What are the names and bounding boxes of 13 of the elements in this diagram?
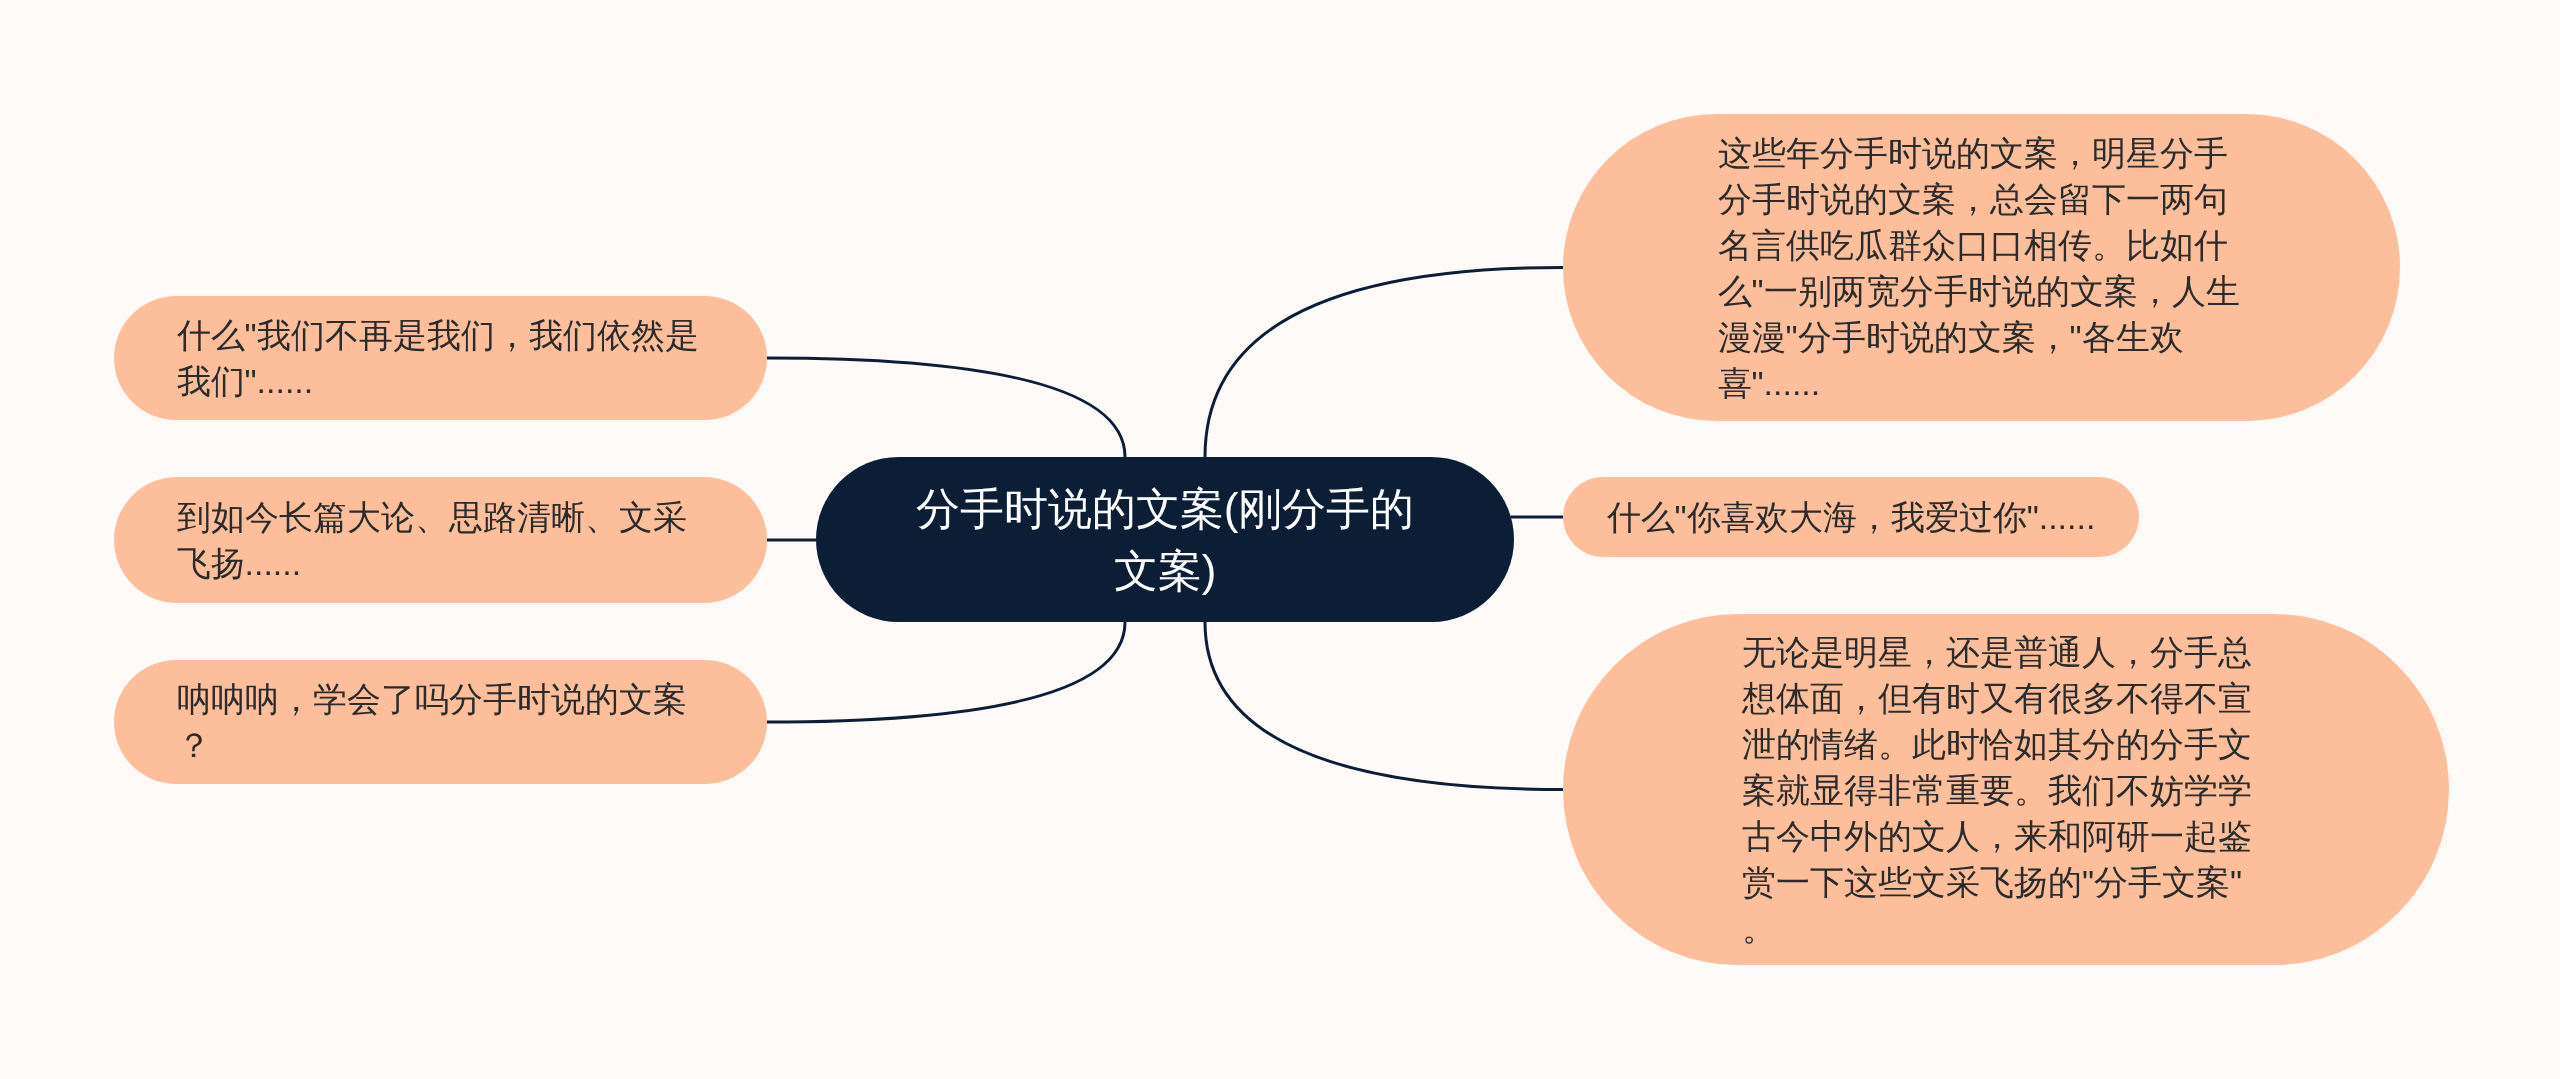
- connector-line: [1203, 621, 1564, 791]
- connector-line: [1203, 266, 1564, 458]
- central-topic-text: 分手时说的文案(刚分手的文案): [914, 482, 1416, 597]
- subtopic-text: 什么"你喜欢大海，我爱过你"......: [1606, 497, 2096, 538]
- connector-line: [767, 621, 1127, 724]
- subtopic-text: 到如今长篇大论、思路清晰、文采飞扬......: [176, 497, 688, 584]
- subtopic-text: 无论是明星，还是普通人，分手总想体面，但有时又有很多不得不宣泄的情绪。此时恰如其分的分手文案就显得非常重要。我们不妨学学古今中外的文人，来和阿研一起鉴赏一下这些文采飞扬的"分手文案"。: [1742, 631, 2253, 949]
- connector-line: [1510, 515, 1563, 519]
- subtopic-text: 什么"我们不再是我们，我们依然是我们"......: [176, 315, 700, 402]
- connector-line: [767, 356, 1127, 458]
- subtopic-text: 呐呐呐，学会了吗分手时说的文案？: [176, 679, 688, 766]
- subtopic-text: 这些年分手时说的文案，明星分手分手时说的文案，总会留下一两句名言供吃瓜群众口口相传。比如什么"一别两宽分手时说的文案，人生漫漫"分手时说的文案，"各生欢喜"......: [1717, 132, 2241, 404]
- connector-line: [767, 538, 816, 542]
